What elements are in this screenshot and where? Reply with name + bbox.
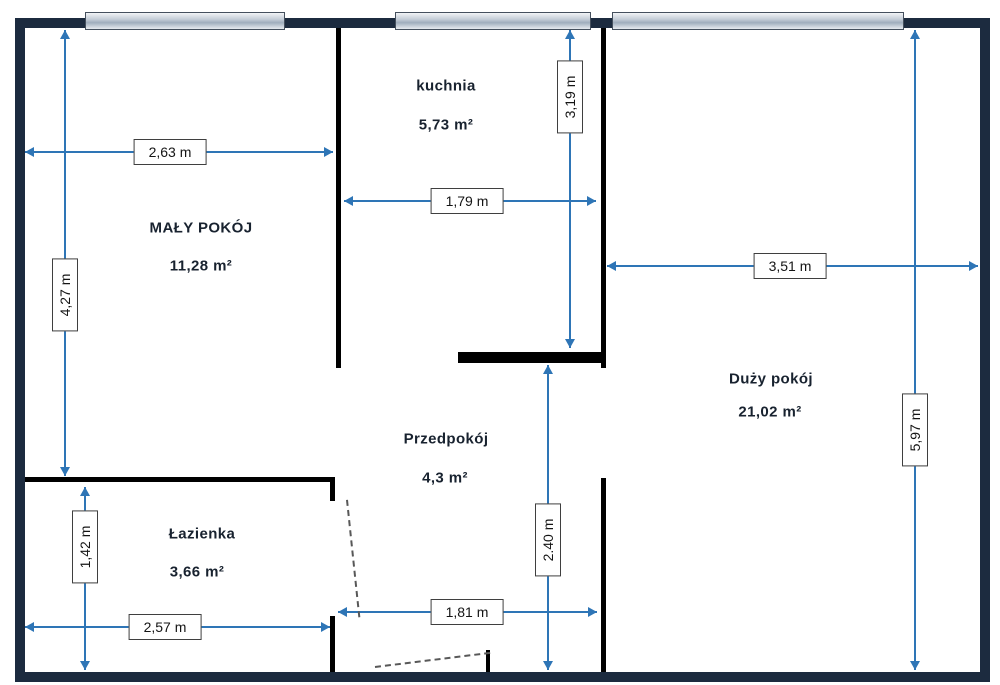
room-name-duzy-pokoj: Duży pokój — [728, 370, 814, 388]
interior-wall-bathroom-right-lower — [330, 616, 335, 672]
dimension-label-przedpokoj-width: 1,81 m — [430, 599, 504, 625]
room-name-maly-pokoj: MAŁY POKÓJ — [149, 219, 253, 237]
room-area-kuchnia: 5,73 m² — [418, 116, 474, 134]
room-area-przedpokoj: 4,3 m² — [422, 469, 468, 487]
dimension-label-lazienka-width: 2,57 m — [128, 614, 202, 640]
window-maly-pokoj — [85, 12, 285, 30]
window-duzy-pokoj — [612, 12, 904, 30]
dimension-label-duzy-height: 5,97 m — [902, 393, 928, 467]
dimension-label-kuchnia-width: 1,79 m — [430, 188, 504, 214]
dimension-label-maly-height: 4,27 m — [52, 258, 78, 332]
dimension-arrow-kuchnia-height — [565, 30, 575, 348]
room-name-przedpokoj: Przedpokój — [403, 430, 489, 448]
dimension-label-duzy-width: 3,51 m — [753, 253, 827, 279]
dimension-arrow-maly-height — [60, 30, 70, 476]
dimension-label-lazienka-height: 1,42 m — [72, 510, 98, 584]
interior-wall-kitchen-right — [601, 28, 606, 368]
room-area-lazienka: 3,66 m² — [169, 563, 225, 581]
room-name-kuchnia: kuchnia — [416, 77, 476, 95]
interior-wall-bathroom-top — [25, 477, 334, 482]
outer-wall-bottom — [15, 672, 990, 682]
dimension-arrow-duzy-height — [910, 30, 920, 670]
room-area-maly-pokoj: 11,28 m² — [169, 257, 233, 275]
bathroom-door-swing — [346, 499, 361, 618]
interior-wall-duzy-left-lower — [601, 478, 606, 672]
room-name-lazienka: Łazienka — [168, 525, 236, 543]
interior-wall-kitchen-bottom — [458, 352, 606, 363]
entrance-door-swing — [374, 651, 491, 668]
outer-wall-left — [15, 18, 25, 682]
window-kuchnia — [395, 12, 591, 30]
dimension-label-maly-width: 2,63 m — [133, 139, 207, 165]
entrance-door-jamb — [486, 650, 490, 672]
outer-wall-right — [980, 18, 990, 682]
interior-wall-kitchen-left — [336, 28, 341, 368]
dimension-label-przedpokoj-height: 2.40 m — [535, 503, 561, 577]
dimension-label-kuchnia-height: 3,19 m — [557, 60, 583, 134]
room-area-duzy-pokoj: 21,02 m² — [738, 403, 802, 421]
interior-wall-bathroom-right-upper — [330, 477, 335, 501]
